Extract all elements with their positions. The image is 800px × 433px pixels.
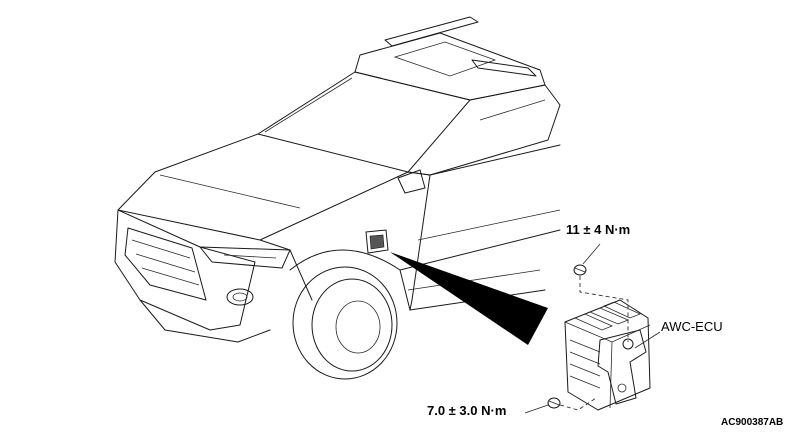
bolt-top [573, 264, 587, 276]
ecu-location-marker [365, 229, 389, 254]
figure-code: AC900387AB [721, 417, 784, 428]
callout-pointer [390, 252, 548, 345]
car-body [114, 16, 561, 380]
awc-ecu-unit [524, 243, 661, 414]
component-label: AWC-ECU [661, 319, 723, 334]
bolt-bottom [547, 397, 561, 409]
torque-label-top: 11 ± 4 N·m [566, 222, 631, 237]
torque-label-bottom: 7.0 ± 3.0 N·m [427, 403, 507, 418]
